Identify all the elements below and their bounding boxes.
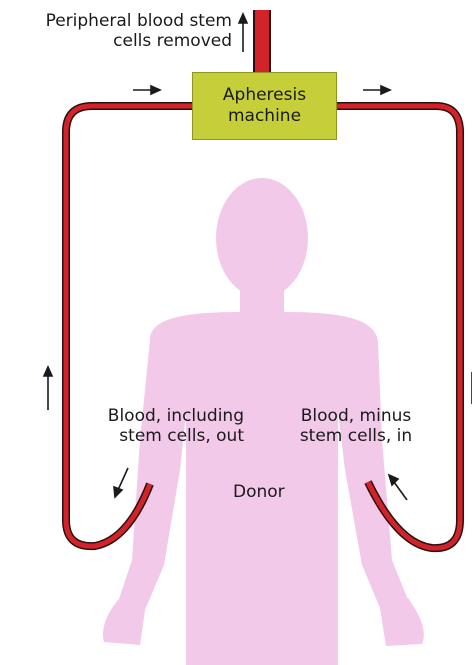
removed-label-line1: Peripheral blood stem [10, 11, 232, 31]
blood-out-label-line1: Blood, including [60, 406, 244, 426]
blood-in-label-line1: Blood, minus [284, 406, 428, 426]
arrow-up-left-tube-icon [44, 367, 52, 410]
arrow-right-out-of-machine-icon [363, 86, 390, 94]
machine-label-line1: Apheresis [223, 85, 306, 106]
machine-label-line2: machine [228, 106, 301, 127]
blood-out-label: Blood, including stem cells, out [60, 406, 244, 446]
blood-in-label: Blood, minus stem cells, in [284, 406, 428, 446]
blood-out-label-line2: stem cells, out [60, 426, 244, 446]
arrow-in-diagonal-icon [389, 475, 407, 500]
arrow-out-diagonal-icon [114, 468, 128, 497]
removed-label: Peripheral blood stem cells removed [10, 11, 232, 51]
donor-label: Donor [233, 482, 285, 502]
apheresis-machine-box: Apheresis machine [192, 72, 337, 140]
stem-cell-output-tube [253, 10, 271, 74]
arrow-right-into-machine-icon [133, 86, 160, 94]
arrow-up-output-icon [239, 14, 247, 52]
removed-label-line2: cells removed [10, 31, 232, 51]
blood-in-label-line2: stem cells, in [284, 426, 428, 446]
